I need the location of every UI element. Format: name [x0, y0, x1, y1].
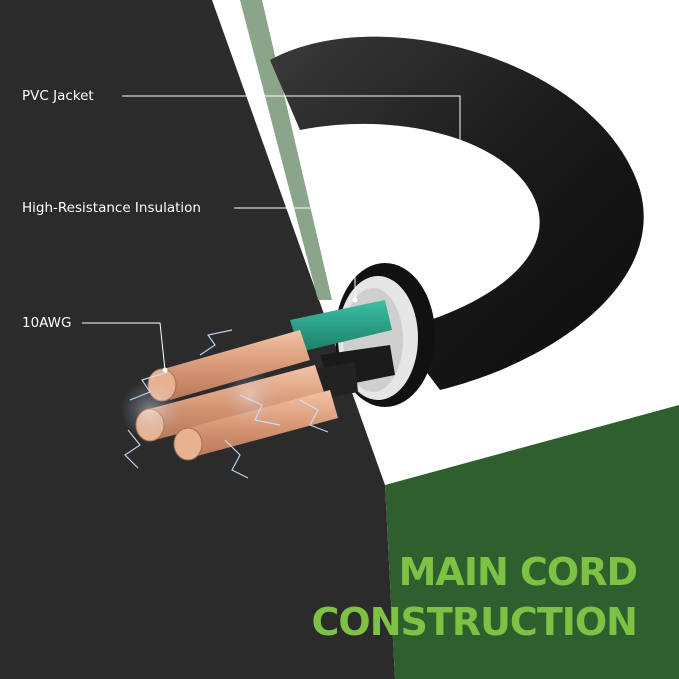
cord-jacket: [270, 36, 644, 391]
green-band: [385, 405, 679, 679]
dark-panel: [0, 0, 395, 679]
label-insulation: High-Resistance Insulation: [22, 200, 201, 216]
copper-strand-3: [180, 390, 338, 458]
green-wire: [290, 300, 392, 352]
title-line-1: MAIN CORD: [398, 550, 638, 594]
label-pvc-jacket: PVC Jacket: [22, 88, 94, 104]
title-line-2: CONSTRUCTION: [311, 600, 638, 644]
callout-lines: [82, 95, 461, 371]
grey-stripe: [240, 0, 332, 300]
label-gauge: 10AWG: [22, 315, 72, 331]
copper-strand-1: [160, 330, 310, 400]
